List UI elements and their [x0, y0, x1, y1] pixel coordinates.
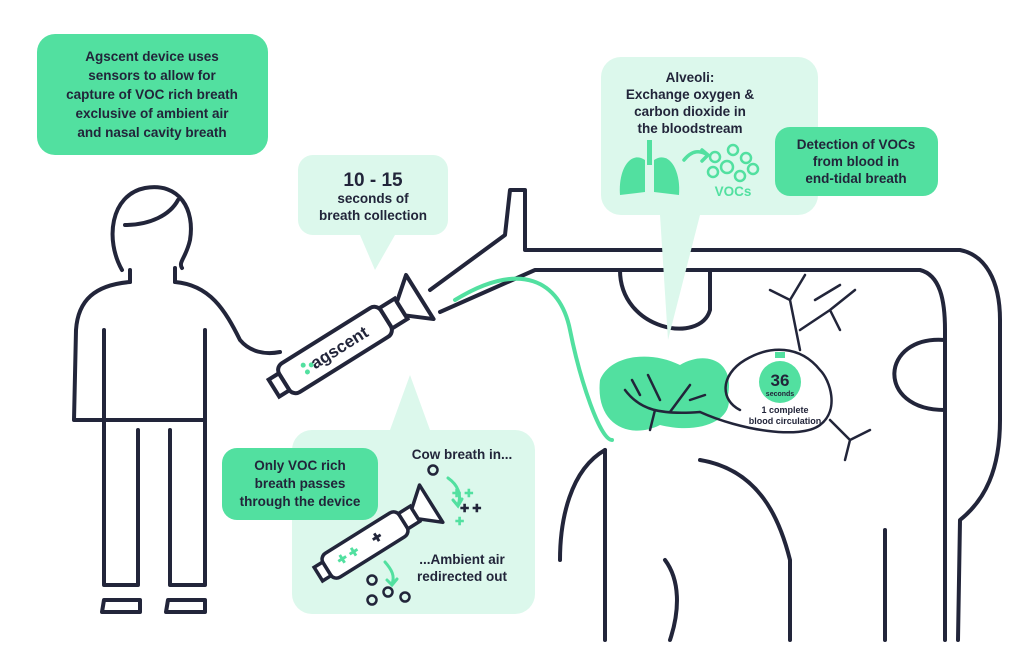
callout-line: breath passes [255, 476, 346, 491]
circulation-label: blood circulation [749, 416, 822, 426]
circulation-unit: seconds [766, 391, 795, 398]
vocs-label: VOCs [715, 184, 752, 199]
breath-flow-line [453, 276, 614, 442]
callout-line: Alveoli: [666, 70, 715, 85]
filter-callout: Only VOC rich breath passes through the … [222, 448, 378, 520]
molecules-in-icon: ✚ ✚ ✚ ✚ ✚ [427, 464, 482, 528]
callout-line: Only VOC rich [254, 458, 346, 473]
callout-line: capture of VOC rich breath [66, 87, 238, 102]
alveoli-callout: Alveoli: Exchange oxygen & carbon dioxid… [601, 57, 818, 340]
circulation-timer: 36 seconds 1 complete blood circulation [749, 352, 822, 426]
callout-line: Detection of VOCs [797, 137, 916, 152]
breath-flow-callout: Cow breath in... ...Ambient air redirect… [292, 375, 535, 614]
lungs-icon [619, 140, 680, 195]
lung-airway-illustration [599, 273, 872, 462]
device-description-callout: Agscent device uses sensors to allow for… [37, 34, 268, 155]
cow-illustration [428, 188, 1002, 642]
callout-line: carbon dioxide in [634, 104, 746, 119]
ambient-air-label: redirected out [417, 569, 508, 584]
stopwatch-icon [759, 361, 801, 403]
callout-line: seconds of [337, 191, 409, 206]
callout-line: the bloodstream [637, 121, 742, 136]
callout-line: sensors to allow for [88, 68, 216, 83]
callout-line: from blood in [813, 154, 899, 169]
callout-line: Agscent device uses [85, 49, 219, 64]
callout-line: and nasal cavity breath [77, 125, 226, 140]
collection-duration-callout: 10 - 15 seconds of breath collection [298, 155, 448, 270]
callout-line: through the device [240, 494, 361, 509]
arrow-icon [682, 148, 711, 163]
mini-device-icon: ✚ ✚ ✚ [311, 483, 445, 584]
circulation-seconds-value: 36 [771, 371, 790, 390]
callout-line: breath collection [319, 208, 427, 223]
ambient-air-label: ...Ambient air [419, 552, 505, 567]
molecules-out-icon [366, 560, 411, 606]
duration-range: 10 - 15 [343, 170, 403, 191]
cow-breath-in-label: Cow breath in... [412, 447, 513, 462]
circulation-label: 1 complete [761, 405, 808, 415]
person-illustration [72, 185, 282, 614]
svg-text:✚ ✚: ✚ ✚ [460, 503, 482, 515]
svg-text:✚: ✚ [455, 516, 464, 528]
detection-callout: Detection of VOCs from blood in end-tida… [775, 127, 938, 196]
voc-molecules-icon [706, 143, 760, 183]
callout-line: exclusive of ambient air [75, 106, 229, 121]
callout-line: end-tidal breath [805, 171, 906, 186]
callout-line: Exchange oxygen & [626, 87, 755, 102]
